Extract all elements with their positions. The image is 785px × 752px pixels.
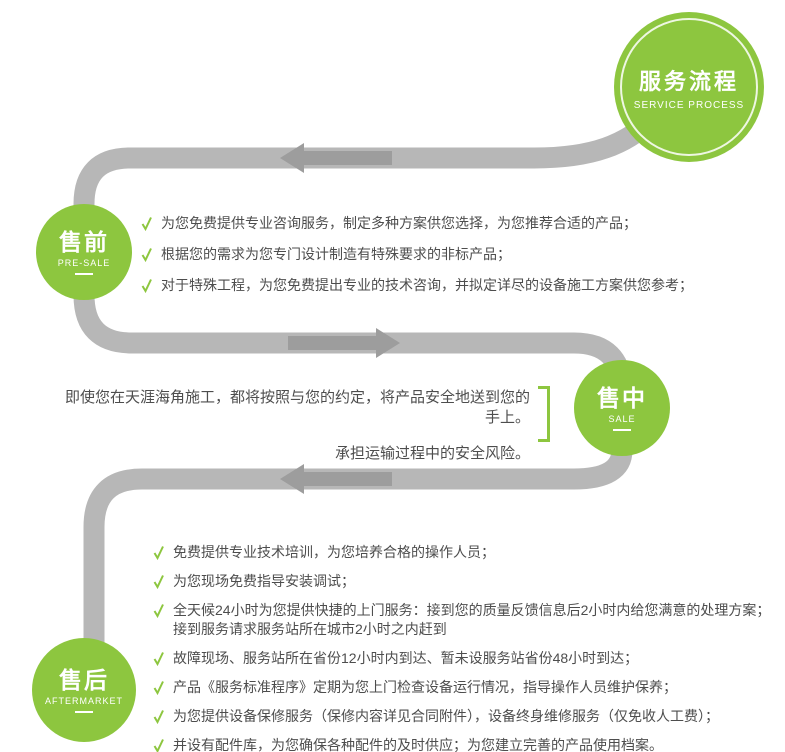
stage-dash <box>75 711 93 714</box>
sale-text-block: 即使您在天涯海角施工，都将按照与您的约定，将产品安全地送到您的手上。 承担运输过… <box>60 388 530 464</box>
list-item-text: 对于特殊工程，为您免费提出专业的技术咨询，并拟定详尽的设备施工方案供您参考； <box>161 277 693 293</box>
stage-title: 售中 <box>597 384 647 411</box>
list-item-text: 免费提供专业技术培训，为您培养合格的操作人员； <box>173 544 495 560</box>
stage-subtitle: AFTERMARKET <box>44 696 123 707</box>
tick-icon <box>152 651 165 667</box>
list-item-text: 产品《服务标准程序》定期为您上门检查设备运行情况，指导操作人员维护保养； <box>173 679 677 695</box>
list-item: 对于特殊工程，为您免费提出专业的技术咨询，并拟定详尽的设备施工方案供您参考； <box>140 276 775 295</box>
tick-icon <box>152 738 165 752</box>
stage-pre-sale-circle: 售前 PRE-SALE <box>36 204 132 300</box>
list-item-text: 全天候24小时为您提供快捷的上门服务：接到您的质量反馈信息后2小时内给您满意的处… <box>173 602 771 637</box>
sale-line: 承担运输过程中的安全风险。 <box>334 445 530 462</box>
stage-sale-circle: 售中 SALE <box>574 360 670 456</box>
tick-icon <box>140 247 153 263</box>
stage-subtitle: PRE-SALE <box>57 258 111 269</box>
stage-title: 售后 <box>59 666 109 693</box>
pre-sale-list: 为您免费提供专业咨询服务，制定多种方案供您选择，为您推荐合适的产品； 根据您的需… <box>140 214 775 307</box>
stage-dash <box>75 273 93 276</box>
stage-aftermarket-circle: 售后 AFTERMARKET <box>32 638 136 742</box>
list-item-text: 故障现场、服务站所在省份12小时内到达、暂未设服务站省份48小时到达； <box>173 650 639 666</box>
list-item: 为您现场免费指导安装调试； <box>152 572 775 591</box>
tick-icon <box>140 216 153 232</box>
list-item-text: 为您提供设备保修服务（保修内容详见合同附件），设备终身维修服务（仅免收人工费）； <box>173 708 719 724</box>
stage-title: 售前 <box>59 228 109 255</box>
service-process-badge: 服务流程 SERVICE PROCESS <box>614 12 764 162</box>
list-item: 并设有配件库，为您确保各种配件的及时供应；为您建立完善的产品使用档案。 <box>152 736 775 752</box>
list-item: 为您提供设备保修服务（保修内容详见合同附件），设备终身维修服务（仅免收人工费）； <box>152 707 775 726</box>
list-item: 全天候24小时为您提供快捷的上门服务：接到您的质量反馈信息后2小时内给您满意的处… <box>152 601 775 639</box>
tick-icon <box>152 574 165 590</box>
arrow-left-top-icon <box>280 143 392 173</box>
list-item: 免费提供专业技术培训，为您培养合格的操作人员； <box>152 543 775 562</box>
list-item-text: 并设有配件库，为您确保各种配件的及时供应；为您建立完善的产品使用档案。 <box>173 737 663 752</box>
list-item-text: 为您现场免费指导安装调试； <box>173 573 355 589</box>
tick-icon <box>152 545 165 561</box>
tick-icon <box>152 603 165 619</box>
arrow-right-middle-icon <box>288 328 400 358</box>
list-item-text: 根据您的需求为您专门设计制造有特殊要求的非标产品； <box>161 246 511 262</box>
list-item: 为您免费提供专业咨询服务，制定多种方案供您选择，为您推荐合适的产品； <box>140 214 775 233</box>
tick-icon <box>152 680 165 696</box>
list-item: 故障现场、服务站所在省份12小时内到达、暂未设服务站省份48小时到达； <box>152 649 775 668</box>
aftermarket-list: 免费提供专业技术培训，为您培养合格的操作人员； 为您现场免费指导安装调试； 全天… <box>152 543 775 752</box>
stage-subtitle: SALE <box>608 414 636 425</box>
sale-line: 即使您在天涯海角施工，都将按照与您的约定，将产品安全地送到您的手上。 <box>64 389 530 426</box>
list-item-text: 为您免费提供专业咨询服务，制定多种方案供您选择，为您推荐合适的产品； <box>161 215 637 231</box>
list-item: 根据您的需求为您专门设计制造有特殊要求的非标产品； <box>140 245 775 264</box>
tick-icon <box>140 278 153 294</box>
sale-bracket-icon <box>538 386 550 442</box>
badge-ring <box>620 18 758 156</box>
tick-icon <box>152 709 165 725</box>
list-item: 产品《服务标准程序》定期为您上门检查设备运行情况，指导操作人员维护保养； <box>152 678 775 697</box>
stage-dash <box>613 429 631 432</box>
arrow-left-bottom-icon <box>280 464 392 494</box>
